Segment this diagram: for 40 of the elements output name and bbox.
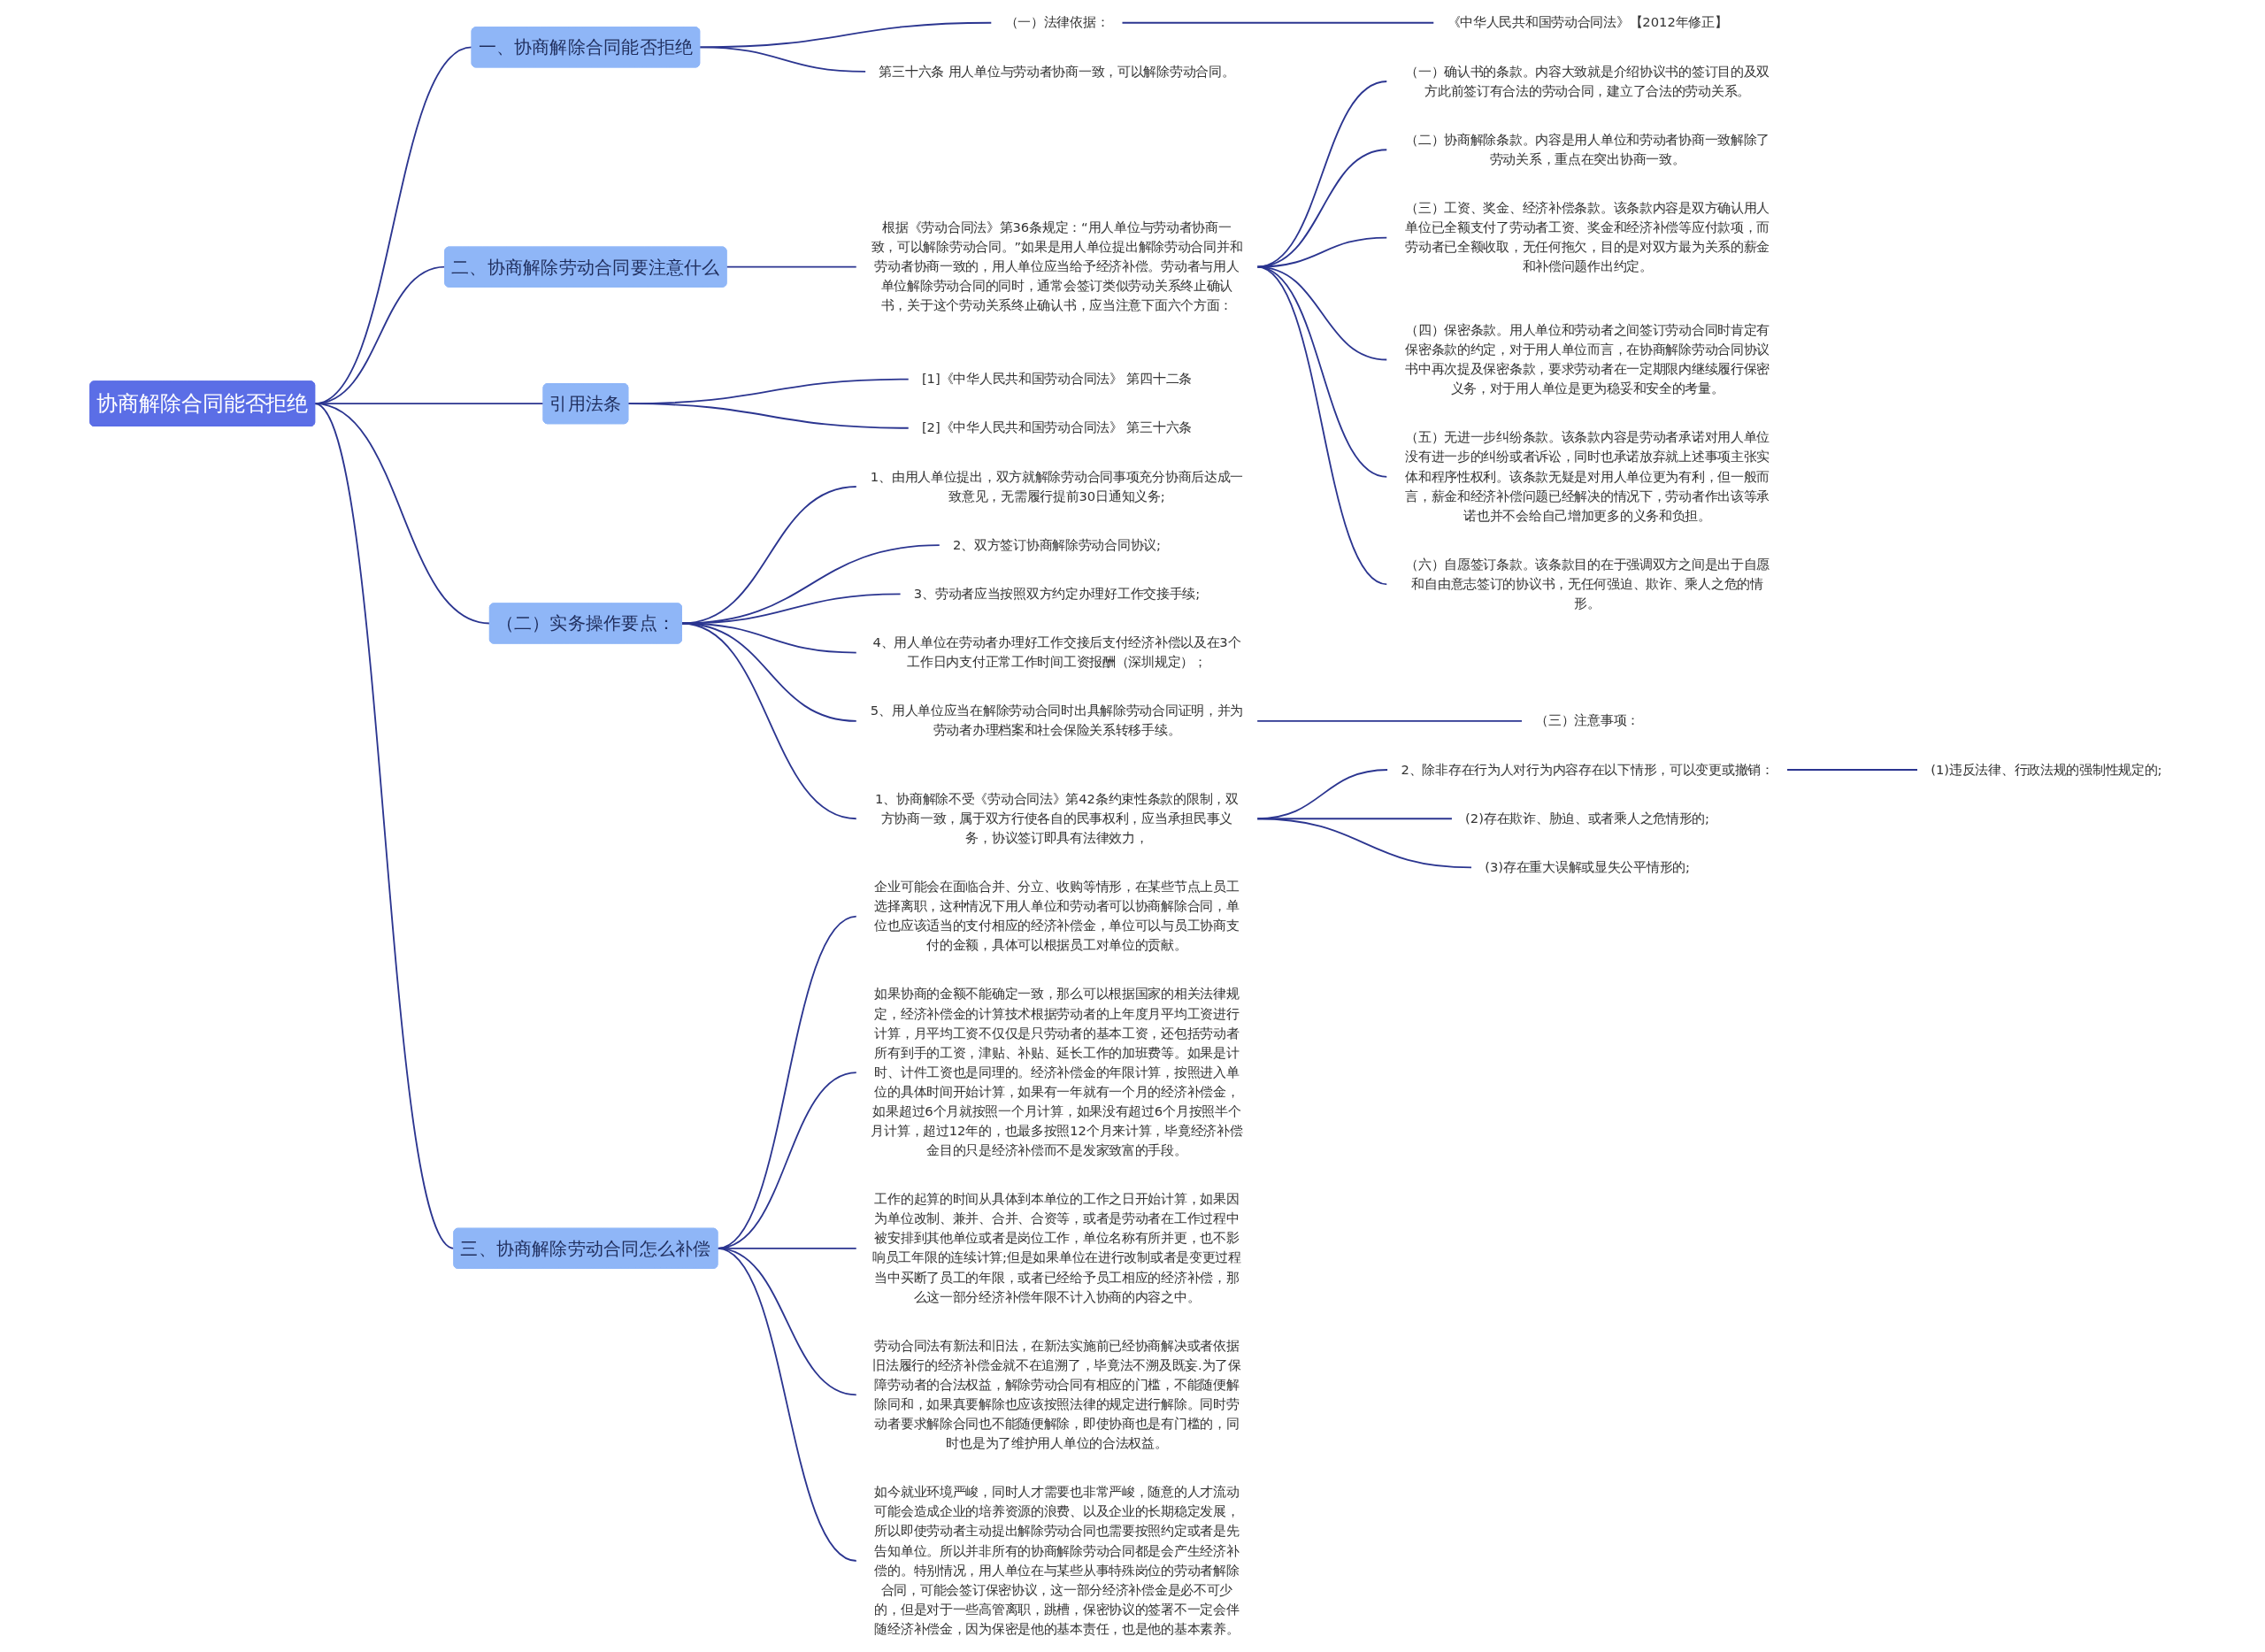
node-text: （三）工资、奖金、经济补偿条款。该条款内容是双方确认用人单位已全额支付了劳动者工资、奖金和经济补偿等应付款项，而劳动者已全额收取，无任何拖欠，目的是对双方最为关系的薪金和补偿问题作出约定。 (1405, 200, 1770, 274)
connector (726, 265, 858, 268)
connector (626, 403, 910, 429)
node-text: 3、劳动者应当按照双方约定办理好工作交接手续; (913, 586, 1201, 602)
connector (1255, 719, 1524, 722)
node-text: (3)存在重大误解或显失公平情形的; (1485, 859, 1690, 875)
node-text: （三）注意事项： (1535, 712, 1639, 729)
node-text: 4、用人单位在劳动者办理好工作交接后支付经济补偿以及在3个工作日内支付正常工作时间工资报酬（深圳规定）； (872, 634, 1241, 670)
node-text: 第三十六条 用人单位与劳动者协商一致，可以解除劳动合同。 (879, 63, 1235, 80)
connector (313, 403, 455, 1249)
node-text: 工作的起算的时间从具体到本单位的工作之日开始计算，如果因为单位改制、兼并、合并、合资等，或者是劳动者在工作过程中被安排到其他单位或者是岗位工作，单位名称有所并更，也不影响员工年限的连续计算;但是如果单位在进行改制或者是变更过程当中买断了员工的年限，或者已经给予员工相应的经济补偿，那么这一部分经济补偿年限不计入协商的内容之中。 (871, 1191, 1241, 1305)
connector (1121, 21, 1435, 24)
node-text: 1、协商解除不受《劳动合同法》第42条约束性条款的限制，双方协商一致，属于双方行使各自的民事权利，应当承担民事义务，协议签订即具有法律效力， (875, 790, 1239, 846)
connector (1785, 769, 1919, 771)
node-text: 如今就业环境严峻，同时人才需要也非常严峻，随意的人才流动可能会造成企业的培养资源的浪费、以及企业的长期稳定发展，所以即使劳动者主动提出解除劳动合同也需要按照约定或者是先告知单位。所以并非所有的协商解除劳动合同都是会产生经济补偿的。特别情况，用人单位在与某些从事特殊岗位的劳动者解除合同，可能会签订保密协议，这一部分经济补偿金是必不可少的，但是对于一些高管离职，跳槽，保密协议的签署不一定会伴随经济补偿金，因为保密是他的基本责任，也是他的基本素养。 (874, 1484, 1240, 1637)
node-text: 企业可能会在面临合并、分立、收购等情形，在某些节点上员工选择离职，这种情况下用人单位和劳动者可以协商解除合同，单位也应该适当的支付相应的经济补偿金，单位可以与员工协商支付的金额，具体可以根据员工对单位的贡献。 (874, 879, 1240, 953)
node-text: （四）保密条款。用人单位和劳动者之间签订劳动合同时肯定有保密条款的约定，对于用人单位而言，在协商解除劳动合同协议书中再次提及保密条款，要求劳动者在一定期限内继续履行保密义务，对于用人单位是更为稳妥和安全的考量。 (1405, 322, 1770, 396)
node-text: 根据《劳动合同法》第36条规定：“用人单位与劳动者协商一致，可以解除劳动合同。”如果是用人单位提出解除劳动合同并和劳动者协商一致的，用人单位应当给予经济补偿。劳动者与用人单位解除劳动合同的同时，通常会签订类似劳动关系终止确认书，关于这个劳动关系终止确认书，应当注意下面六个方面： (871, 219, 1243, 314)
connector (1255, 265, 1388, 586)
node-text: （六）自愿签订条款。该条款目的在于强调双方之间是出于自愿和自由意志签订的协议书，无任何强迫、欺诈、乘人之危的情形。 (1405, 557, 1770, 611)
node-text: 劳动合同法有新法和旧法，在新法实施前已经协商解决或者依据旧法履行的经济补偿金就不在追溯了，毕竟法不溯及既妄.为了保障劳动者的合法权益，解除劳动合同有相应的门槛，不能随便解除同和，如果真要解除也应该按照法律的规定进行解除。同时劳动者要求解除合同也不能随便解除，即使协商也是有门槛的，同时也是为了维护用人单位的合法权益。 (872, 1337, 1241, 1451)
connector (1255, 818, 1473, 869)
node-text: [2]《中华人民共和国劳动合同法》 第三十六条 (921, 419, 1192, 436)
node-text: （五）无进一步纠纷条款。该条款内容是劳动者承诺对用人单位没有进一步的纠纷或者诉讼，同时也承诺放弃就上述事项主张实体和程序性权利。该条款无疑是对用人单位更为有利，但一般而言，薪金和经济补偿问题已经解决的情况下，劳动者作出该等承诺也并不会给自己增加更多的义务和负担。 (1405, 429, 1770, 524)
node-text: （二）协商解除条款。内容是用人单位和劳动者协商一致解除了劳动关系，重点在突出协商一致。 (1405, 131, 1770, 167)
connector (680, 622, 858, 820)
node-text: 《中华人民共和国劳动合同法》【2012年修正】 (1447, 14, 1728, 31)
connector (313, 403, 491, 625)
connector (717, 1247, 858, 1562)
node-text: 1、由用人单位提出，双方就解除劳动合同事项充分协商后达成一致意见，无需履行提前30日通知义务; (870, 468, 1244, 504)
node-text: (2)存在欺诈、胁迫、或者乘人之危情形的; (1465, 811, 1710, 826)
node-text: [1]《中华人民共和国劳动合同法》 第四十二条 (921, 371, 1192, 387)
node-text: (1)违反法律、行政法规的强制性规定的; (1931, 761, 2162, 778)
node-text: 5、用人单位应当在解除劳动合同时出具解除劳动合同证明，并为劳动者办理档案和社会保险关系转移手续。 (870, 703, 1244, 739)
node-text: 2、双方签订协商解除劳动合同协议; (952, 537, 1161, 553)
connector (698, 46, 867, 73)
node-text: （一）法律依据： (1004, 14, 1109, 31)
node-text: （一）确认书的条款。内容大致就是介绍协议书的签订目的及双方此前签订有合法的劳动合同，建立了合法的劳动关系。 (1405, 63, 1770, 99)
node-text: 2、除非存在行为人对行为内容存在以下情形，可以变更或撤销： (1401, 761, 1774, 778)
node-text: 如果协商的金额不能确定一致，那么可以根据国家的相关法律规定，经济补偿金的计算技术根据劳动者的上年度月平均工资进行计算，月平均工资不仅仅是只劳动者的基本工资，还包括劳动者所有到手的工资，津贴、补贴、延长工作的加班费等。如果是计时、计件工资也是同理的。经济补偿金的年限计算，按照进入单位的具体时间开始计算，如果有一年就有一个月的经济补偿金，如果超过6个月就按照一个月计算，如果没有超过6个月按照半个月计算，超过12年的，也最多按照12个月来计算，毕竟经济补偿金目的只是经济补偿而不是发家致富的手段。 (871, 986, 1243, 1158)
